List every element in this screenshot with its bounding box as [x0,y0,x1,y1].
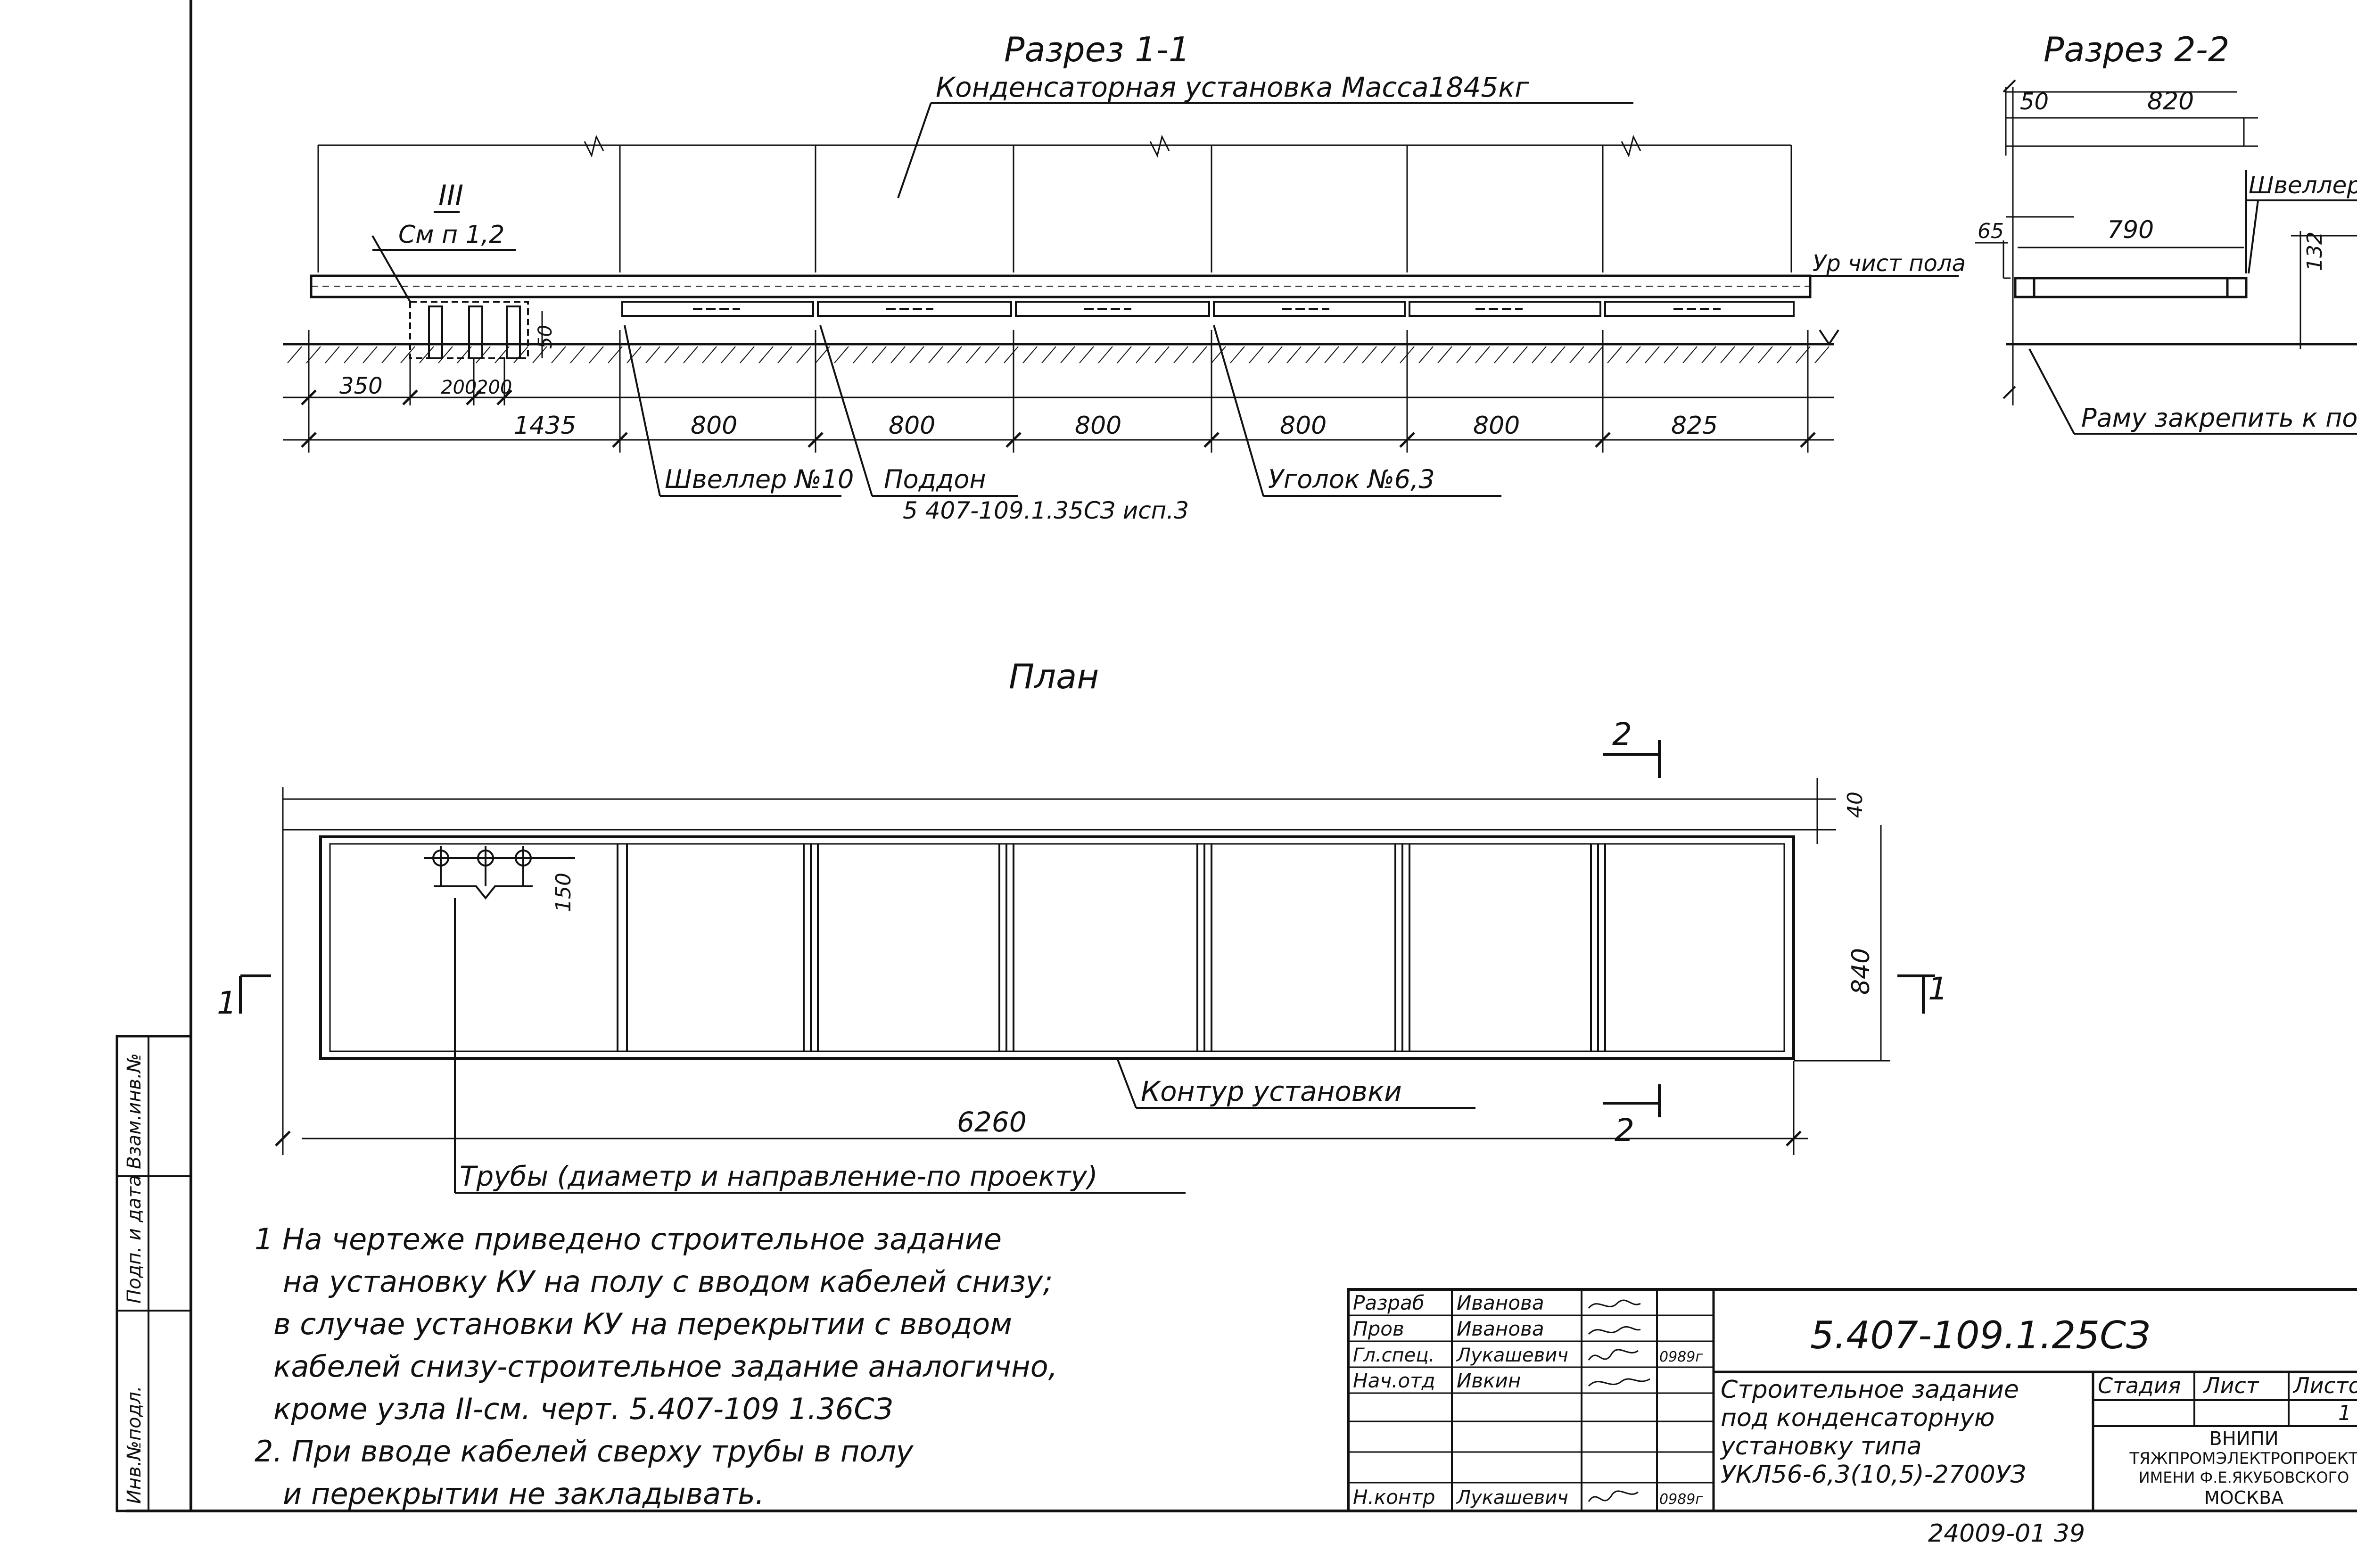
date-3: 0989г [1659,1349,1703,1365]
doc-code: 5.407-109.1.25СЗ [1810,1313,2150,1357]
role-1: Разраб [1353,1291,1425,1314]
stamp-sign-date: Подп. и дата [124,1175,145,1304]
doc-title-4: УКЛ56-6,3(10,5)-2700УЗ [1721,1461,2026,1489]
name-2: Иванова [1457,1317,1544,1340]
label-channel-10: Швеллер №10 [665,464,854,494]
dim-span-3: 800 [1075,412,1121,440]
doc-title-2: под конденсаторную [1721,1404,1995,1432]
node-ref: III [438,179,463,212]
dim-50-node: 50 [535,325,556,349]
floor-level-label: Ур чист пола [1813,250,1966,277]
dim-132: 132 [2303,231,2327,271]
trays [621,301,1795,317]
dim-span-5: 800 [1473,412,1520,440]
leaders-1-1 [624,325,1501,497]
notes: 1 На чертеже приведено строительное зада… [255,1222,1057,1511]
dim-6260: 6260 [957,1106,1027,1138]
stage-header: Стадия [2098,1373,2181,1398]
date-5: 0989г [1659,1491,1703,1508]
dim-50-2-2: 50 [2020,89,2049,115]
section-2-2-title: Разрез 2-2 [2044,30,2230,69]
dim-1435: 1435 [514,412,576,440]
dimension-chain-1-1 [283,330,1834,453]
stamp-replace-inv: Взам.инв.№ [124,1053,145,1169]
note-line-3: в случае установки КУ на перекрытии с вв… [273,1307,1012,1341]
org-line-2: ТЯЖПРОМЭЛЕКТРОПРОЕКТ [2129,1449,2357,1468]
section-1-1: Разрез 1-1 Конденсаторная установка Масс… [283,30,1966,524]
cut-2-top: 2 [1612,716,1632,752]
role-3: Гл.спец. [1353,1345,1434,1366]
sheets-value: 1 [2338,1401,2351,1425]
name-5: Лукашевич [1456,1487,1568,1509]
dim-200a: 200 [441,377,477,398]
dim-span-6: 825 [1671,412,1718,440]
name-4: Ивкин [1457,1369,1521,1392]
signatures [1588,1299,1650,1502]
note-line-4: кабелей снизу-строительное задание анало… [273,1349,1057,1384]
dim-350: 350 [339,373,383,399]
pipe-node [371,235,529,359]
section-2-2: Разрез 2-2 50 820 65 790 Швеллер №5 132 … [1975,30,2357,435]
doc-title-3: установку типа [1720,1432,1922,1461]
dim-840: 840 [1847,948,1875,995]
role-2: Пров [1353,1317,1404,1340]
doc-title-1: Строительное задание [1721,1376,2019,1404]
org-line-3: ИМЕНИ Ф.Е.ЯКУБОВСКОГО [2139,1469,2349,1486]
name-1: Иванова [1457,1291,1544,1314]
note-line-6: 2. При вводе кабелей сверху трубы в полу [255,1434,914,1469]
role-4: Нач.отд [1353,1369,1435,1392]
section-1-1-title: Разрез 1-1 [1004,30,1190,69]
role-5: Н.контр [1353,1485,1435,1509]
dim-790: 790 [2107,216,2154,244]
label-angle: Уголок №6,3 [1268,464,1435,494]
dim-65: 65 [1978,219,2004,243]
side-stamp: Взам.инв.№ Подп. и дата Инв.№подл. [115,1035,192,1512]
sheet-header: Лист [2203,1373,2259,1398]
label-pipes: Трубы (диаметр и направление-по проекту) [460,1160,1098,1192]
plan-title: План [1009,657,1099,696]
title-block: Разраб Иванова Пров Иванова Гл.спец. Лук… [1347,1288,2357,1548]
label-tray-ref: 5 407-109.1.35СЗ исп.3 [903,497,1189,524]
unit-cabinets [317,134,1792,272]
note-line-7: и перекрытии не закладывать. [283,1477,765,1511]
org-line-4: МОСКВА [2204,1487,2283,1508]
dim-200b: 200 [476,377,512,398]
floor-hatching [287,346,1830,363]
node-ref-note: См п 1,2 [398,221,504,249]
stamp-orig-inv: Инв.№подл. [124,1386,145,1504]
dim-span-1: 800 [691,412,737,440]
label-tray: Поддон [884,464,986,494]
note-line-5: кроме узла II-см. черт. 5.407-109 1.36СЗ [273,1392,893,1426]
org-line-1: ВНИПИ [2209,1428,2278,1450]
dim-820: 820 [2147,87,2194,116]
dim-span-4: 800 [1280,412,1327,440]
label-channel-5: Швеллер №5 [2249,172,2357,199]
note-line-2: на установку КУ на полу с вводом кабелей… [283,1264,1053,1299]
name-3: Лукашевич [1456,1345,1568,1366]
label-frame: Раму закрепить к полу [2081,403,2357,433]
archive-number: 24009-01 39 [1928,1519,2085,1548]
section-1-1-caption: Конденсаторная установка Масса1845кг [936,71,1529,103]
dim-span-2: 800 [889,412,935,440]
dim-40: 40 [1843,792,1867,818]
sheets-header: Листов [2292,1373,2357,1398]
cut-1-left: 1 [217,985,237,1021]
plan-partitions [617,844,1606,1051]
dim-150: 150 [552,873,576,912]
pipes [424,846,1186,1194]
cut-2-bottom: 2 [1615,1112,1634,1148]
label-contour: Контур установки [1141,1075,1402,1107]
note-line-1: 1 На чертеже приведено строительное зада… [255,1222,1002,1256]
plan: План 40 [217,657,1948,1194]
